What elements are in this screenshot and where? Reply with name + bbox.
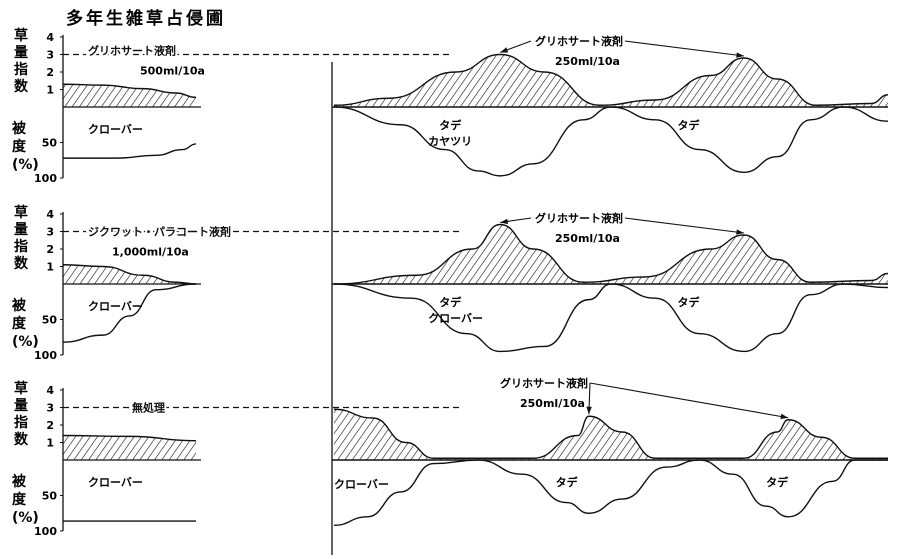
before-coverage-line (62, 283, 197, 343)
after-treatment-rate: 250ml/10a (555, 232, 620, 245)
after-coverage-label: タデ (439, 295, 462, 309)
after-grass-index-line (333, 53, 889, 106)
treatment-arrow-head (736, 229, 744, 235)
treatment-arrow-head (780, 413, 789, 420)
before-coverage-label: クローバー (88, 476, 143, 489)
upper-axis-label-char: 指 (14, 414, 28, 431)
before-coverage-label: クローバー (88, 300, 143, 313)
after-grass-index-area (334, 224, 888, 284)
upper-axis-label-char: 数 (14, 78, 29, 95)
upper-tick-label: 1 (46, 261, 54, 274)
lower-axis-label-char: (%) (12, 510, 39, 526)
treatment-arrow (624, 217, 745, 234)
before-coverage-label: クローバー (88, 123, 143, 136)
lower-tick-label: 100 (34, 349, 57, 362)
upper-tick-label: 1 (46, 437, 54, 450)
lower-axis-label-char: (%) (12, 157, 39, 173)
lower-axis-label-char: 被 (12, 120, 27, 137)
treatment-arrow-head (500, 218, 509, 225)
upper-tick-label: 2 (46, 66, 54, 79)
after-coverage-label: クローバー (428, 312, 483, 325)
lower-tick-label: 50 (42, 490, 58, 503)
treatment-arrow-head (736, 52, 744, 58)
after-treatment-label: グリホサート液剤 (535, 211, 623, 225)
before-grass-index-line (62, 83, 197, 99)
after-coverage-label: タデ (766, 475, 789, 489)
upper-axis-label-char: 指 (14, 238, 28, 255)
lower-axis-label-char: 度 (12, 491, 27, 508)
panels: 草量指数被度(%)432150100クローバーグリホサート液剤500ml/10a… (12, 27, 889, 538)
before-grass-index-area (63, 264, 196, 284)
figure-title: 多年生雑草占侵圃 (66, 8, 226, 29)
treatment-arrow (589, 382, 789, 419)
lower-axis-label-char: 度 (12, 138, 27, 155)
upper-tick-label: 4 (46, 31, 54, 44)
after-treatment-label: グリホサート液剤 (500, 376, 588, 390)
before-coverage-line (63, 143, 197, 159)
upper-axis-label-char: 草 (14, 27, 28, 44)
treatment-arrow-head (586, 406, 592, 415)
upper-axis-label-char: 数 (14, 255, 29, 272)
upper-axis-label-char: 草 (14, 380, 28, 397)
upper-tick-label: 3 (46, 402, 54, 415)
lower-axis-label-char: 被 (12, 473, 27, 490)
upper-axis-label-char: 量 (14, 45, 28, 61)
lower-axis-label-char: 度 (12, 315, 27, 332)
upper-axis-label-char: 数 (14, 431, 29, 448)
treatment-arrow (624, 40, 745, 57)
before-grass-index-area (63, 435, 196, 460)
after-coverage-line (333, 459, 888, 527)
upper-tick-label: 4 (46, 384, 54, 397)
upper-axis-label-char: 草 (14, 204, 28, 221)
after-coverage-label: タデ (556, 475, 579, 489)
after-grass-index-line (333, 223, 889, 285)
before-grass-index-area (63, 84, 196, 107)
upper-tick-label: 2 (46, 419, 54, 432)
after-coverage-label: タデ (439, 118, 462, 132)
before-treatment-label: グリホサート液剤 (88, 44, 176, 58)
after-treatment-label: グリホサート液剤 (535, 34, 623, 48)
lower-axis-label-char: 被 (12, 297, 27, 314)
after-coverage-line (333, 283, 889, 353)
before-treatment-rate: 1,000ml/10a (112, 246, 189, 259)
lower-tick-label: 100 (34, 172, 57, 185)
before-grass-index-line (62, 434, 197, 442)
after-grass-index-area (334, 409, 888, 460)
after-coverage-line (333, 106, 889, 177)
lower-tick-label: 100 (34, 525, 57, 538)
upper-tick-label: 2 (46, 243, 54, 256)
after-coverage-label: クローバー (334, 478, 389, 491)
before-grass-index-line (62, 264, 197, 285)
lower-tick-label: 50 (42, 314, 58, 327)
after-coverage-label: タデ (677, 118, 700, 132)
before-treatment-label: ジクワット・パラコート液剤 (88, 225, 231, 239)
upper-tick-label: 4 (46, 208, 54, 221)
after-coverage-label: タデ (677, 295, 700, 309)
upper-axis-label-char: 量 (14, 222, 28, 238)
after-treatment-rate: 250ml/10a (520, 397, 585, 410)
treatment-arrow-head (500, 47, 509, 53)
upper-tick-label: 3 (46, 49, 54, 62)
before-treatment-label: 無処理 (132, 401, 165, 415)
after-treatment-rate: 250ml/10a (555, 55, 620, 68)
lower-tick-label: 50 (42, 137, 58, 150)
upper-axis-label-char: 指 (14, 61, 28, 78)
lower-axis-label-char: (%) (12, 334, 39, 350)
upper-axis-label-char: 量 (14, 398, 28, 414)
after-grass-index-line (333, 408, 888, 459)
after-coverage-label: カヤツリ (428, 135, 472, 148)
before-treatment-rate: 500ml/10a (140, 65, 205, 78)
upper-tick-label: 3 (46, 226, 54, 239)
upper-tick-label: 1 (46, 84, 54, 97)
